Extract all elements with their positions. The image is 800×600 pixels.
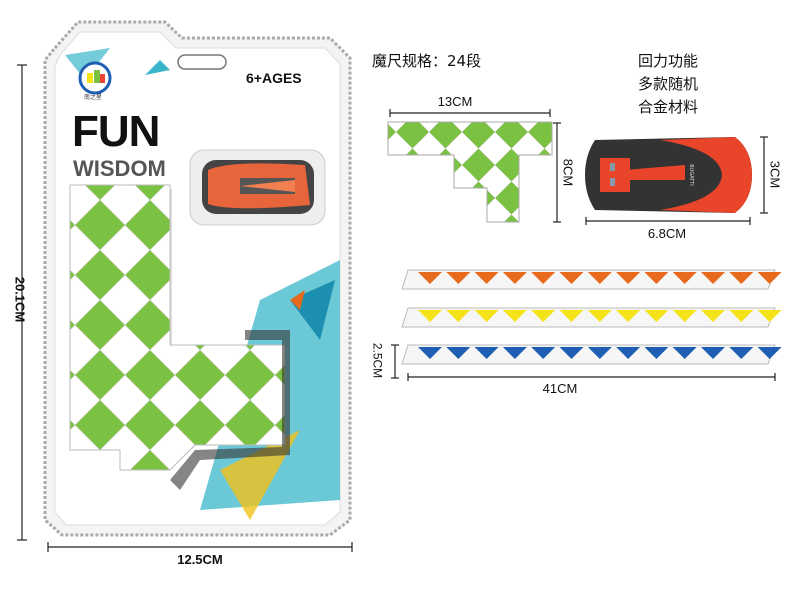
strip-triangle (701, 310, 725, 322)
strip-triangle (531, 272, 556, 284)
package-title-fun: FUN (72, 107, 160, 156)
color-strip (401, 269, 782, 290)
puzzle-diagram (387, 121, 553, 223)
puzzle-on-card (69, 184, 290, 490)
strip-triangle (474, 310, 499, 322)
strip-triangle (616, 272, 641, 284)
car-feature: 合金材料 (637, 98, 698, 116)
strip-triangle (672, 347, 697, 359)
strip-triangle (757, 310, 782, 322)
strip-triangle (531, 347, 556, 359)
strip-triangle (446, 347, 471, 359)
strip-triangle (531, 310, 556, 322)
strip-triangle (729, 310, 754, 322)
strip-thickness-label: 2.5CM (370, 342, 385, 379)
age-label: 6+AGES (246, 70, 302, 86)
color-strip (401, 307, 782, 328)
strip-triangle (559, 347, 584, 359)
strip-triangle (757, 272, 782, 284)
strip-length-label: 41CM (542, 381, 578, 396)
strip-triangle (446, 272, 471, 284)
package-dimension-lines (17, 64, 353, 552)
puzzle-height-label: 8CM (560, 158, 576, 187)
strip-triangle (701, 347, 725, 359)
brand-logo-text: 南之星 (84, 94, 103, 101)
strip-triangle (502, 347, 527, 359)
car-diagram (585, 137, 752, 213)
strip-triangle (729, 347, 754, 359)
strip-triangle (474, 347, 499, 359)
strip-triangle (587, 272, 612, 284)
car-blister (189, 149, 326, 226)
strip-triangle (587, 310, 612, 322)
strip-triangle (587, 347, 612, 359)
strip-triangle (559, 310, 584, 322)
strip-triangle (502, 272, 527, 284)
strip-triangle (418, 310, 442, 322)
strip-triangle (616, 347, 641, 359)
package-height-label: 20.1CM (12, 276, 28, 323)
strip-triangle (418, 272, 442, 284)
strip-triangle (644, 347, 669, 359)
car-dimension-lines (585, 136, 768, 225)
color-strip (401, 344, 782, 365)
strip-triangle (672, 310, 697, 322)
strip-triangle (757, 347, 782, 359)
car-width-label: 6.8CM (647, 226, 687, 241)
strip-triangle (474, 272, 499, 284)
strip-triangle (729, 272, 754, 284)
strip-triangle (502, 310, 527, 322)
strip-dimension-lines (391, 344, 776, 381)
car-feature: 多款随机 (637, 75, 698, 93)
color-strips (401, 269, 782, 365)
puzzle-width-label: 13CM (437, 94, 473, 109)
strip-triangle (559, 272, 584, 284)
strip-triangle (644, 310, 669, 322)
car-height-label: 3CM (767, 160, 783, 189)
car-features: 回力功能 多款随机 合金材料 (620, 50, 716, 119)
strip-triangle (418, 347, 442, 359)
car-brand-text: BUGATTI (687, 164, 694, 186)
package-width-label: 12.5CM (177, 552, 223, 567)
strip-triangle (701, 272, 725, 284)
strip-triangle (672, 272, 697, 284)
car-feature: 回力功能 (637, 52, 698, 70)
puzzle-spec-title: 魔尺规格：24段 (372, 52, 482, 70)
strip-triangle (644, 272, 669, 284)
puzzle-dimension-lines (389, 109, 561, 223)
package-title-wisdom: WISDOM (73, 156, 166, 181)
strip-triangle (446, 310, 471, 322)
strip-triangle (616, 310, 641, 322)
